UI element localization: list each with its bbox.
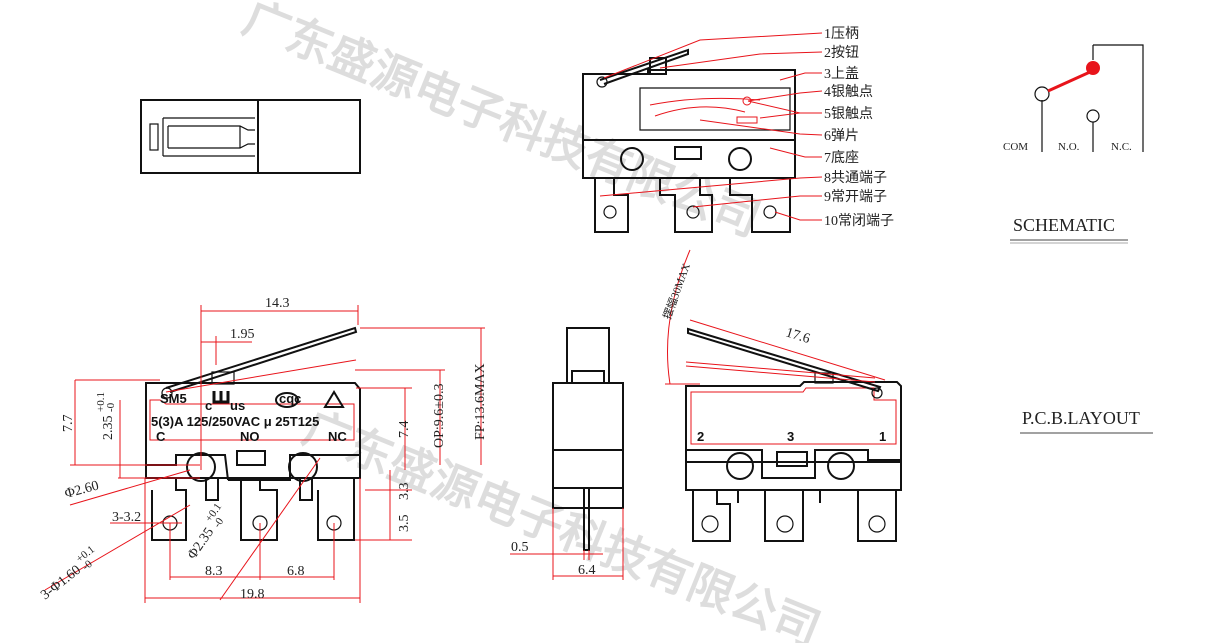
watermark-2: 广东盛源电子科技有限公司: [296, 400, 828, 643]
callout-8-com-terminal: 8共通端子: [824, 170, 887, 186]
back-view: 17.6 摆幅30MAX 2 3 1: [660, 249, 902, 542]
dim-14-3: 14.3: [265, 296, 290, 311]
dim-8-3: 8.3: [205, 564, 223, 579]
callout-1-lever: 1压柄: [824, 26, 859, 42]
dim-fp: FP:13.6MAX: [473, 363, 488, 440]
callout-3-cover: 3上盖: [824, 66, 859, 82]
schematic-com-label: COM: [1003, 141, 1028, 153]
ul-logo-icon: [212, 391, 230, 404]
dim-swing-30max: 摆幅30MAX: [660, 261, 693, 321]
dim-3-5: 3.5: [397, 515, 412, 533]
pcb-pin-2: 2: [697, 429, 704, 444]
dim-3-3-2: 3-3.2: [112, 510, 141, 525]
svg-text:-0: -0: [105, 402, 117, 412]
dim-2-35-vertical: 2.35 +0.1 -0: [95, 392, 117, 440]
schematic: COM N.O. N.C. SCHEMATIC: [1003, 44, 1144, 244]
svg-text:+0.1: +0.1: [95, 392, 107, 412]
front-view: SM5 c us cqc 5(3)A 125/250VAC μ 25T125 C…: [145, 326, 361, 541]
callout-4-contact: 4银触点: [824, 84, 873, 100]
pin-nc-label: NC: [328, 429, 347, 444]
schematic-title: SCHEMATIC: [1013, 215, 1115, 235]
internal-view: [582, 48, 796, 233]
pcb-pin-3: 3: [787, 429, 794, 444]
dim-7-4: 7.4: [397, 421, 412, 439]
side-view: 0.5 6.4: [510, 327, 624, 580]
dim-6-8: 6.8: [287, 564, 305, 579]
svg-text:2.35: 2.35: [101, 416, 116, 441]
callout-9-no-terminal: 9常开端子: [824, 189, 887, 205]
dim-op: OP:9.6±0.3: [432, 384, 447, 448]
watermark: 广东盛源电子科技有限公司 广东盛源电子科技有限公司: [236, 0, 828, 643]
dim-6-4: 6.4: [578, 563, 596, 578]
cqc-text: cqc: [279, 391, 301, 406]
svg-text:3-Φ1.60: 3-Φ1.60: [38, 563, 84, 603]
marking-rating: 5(3)A 125/250VAC μ 25T125: [151, 414, 319, 429]
pin-no-label: NO: [240, 429, 260, 444]
dim-0-5: 0.5: [511, 540, 529, 555]
pcb-layout-title: P.C.B.LAYOUT: [1022, 408, 1140, 428]
svg-text:Φ2.35: Φ2.35: [185, 525, 217, 562]
dim-3-phi-1-60: 3-Φ1.60 +0.1 -0: [38, 544, 97, 604]
dim-phi-2-60: Φ2.60: [63, 478, 100, 501]
callout-6-spring: 6弹片: [824, 128, 859, 144]
cert-us-mark: us: [230, 398, 245, 413]
pin-c-label: C: [156, 429, 166, 444]
callout-2-button: 2按钮: [824, 45, 859, 61]
dim-3-3: 3.3: [397, 483, 412, 501]
dim-17-6: 17.6: [784, 325, 812, 347]
callout-leaders: [599, 32, 823, 221]
top-view: [140, 99, 361, 174]
schematic-no-label: N.O.: [1058, 141, 1080, 153]
callout-7-base: 7底座: [824, 150, 859, 166]
callout-10-nc-terminal: 10常闭端子: [824, 213, 894, 229]
triangle-cert-icon: [323, 390, 345, 408]
dim-1-95: 1.95: [230, 327, 255, 342]
dim-19-8: 19.8: [240, 587, 265, 602]
callout-labels: 1压柄 2按钮 3上盖 4银触点 5银触点 6弹片 7底座 8共通端子 9常开端…: [824, 26, 894, 229]
marking-model: SM5: [160, 391, 187, 406]
schematic-nc-label: N.C.: [1111, 141, 1132, 153]
cert-c-mark: c: [205, 398, 212, 413]
dim-phi-2-35: Φ2.35 +0.1 -0: [185, 501, 227, 562]
cqc-logo-icon: [275, 392, 299, 408]
pcb-layout-heading: P.C.B.LAYOUT: [1020, 408, 1153, 434]
svg-text:广东盛源电子科技有限公司: 广东盛源电子科技有限公司: [236, 0, 768, 247]
dim-7-7: 7.7: [61, 415, 76, 433]
callout-5-contact: 5银触点: [824, 106, 873, 122]
pcb-pin-1: 1: [879, 429, 886, 444]
